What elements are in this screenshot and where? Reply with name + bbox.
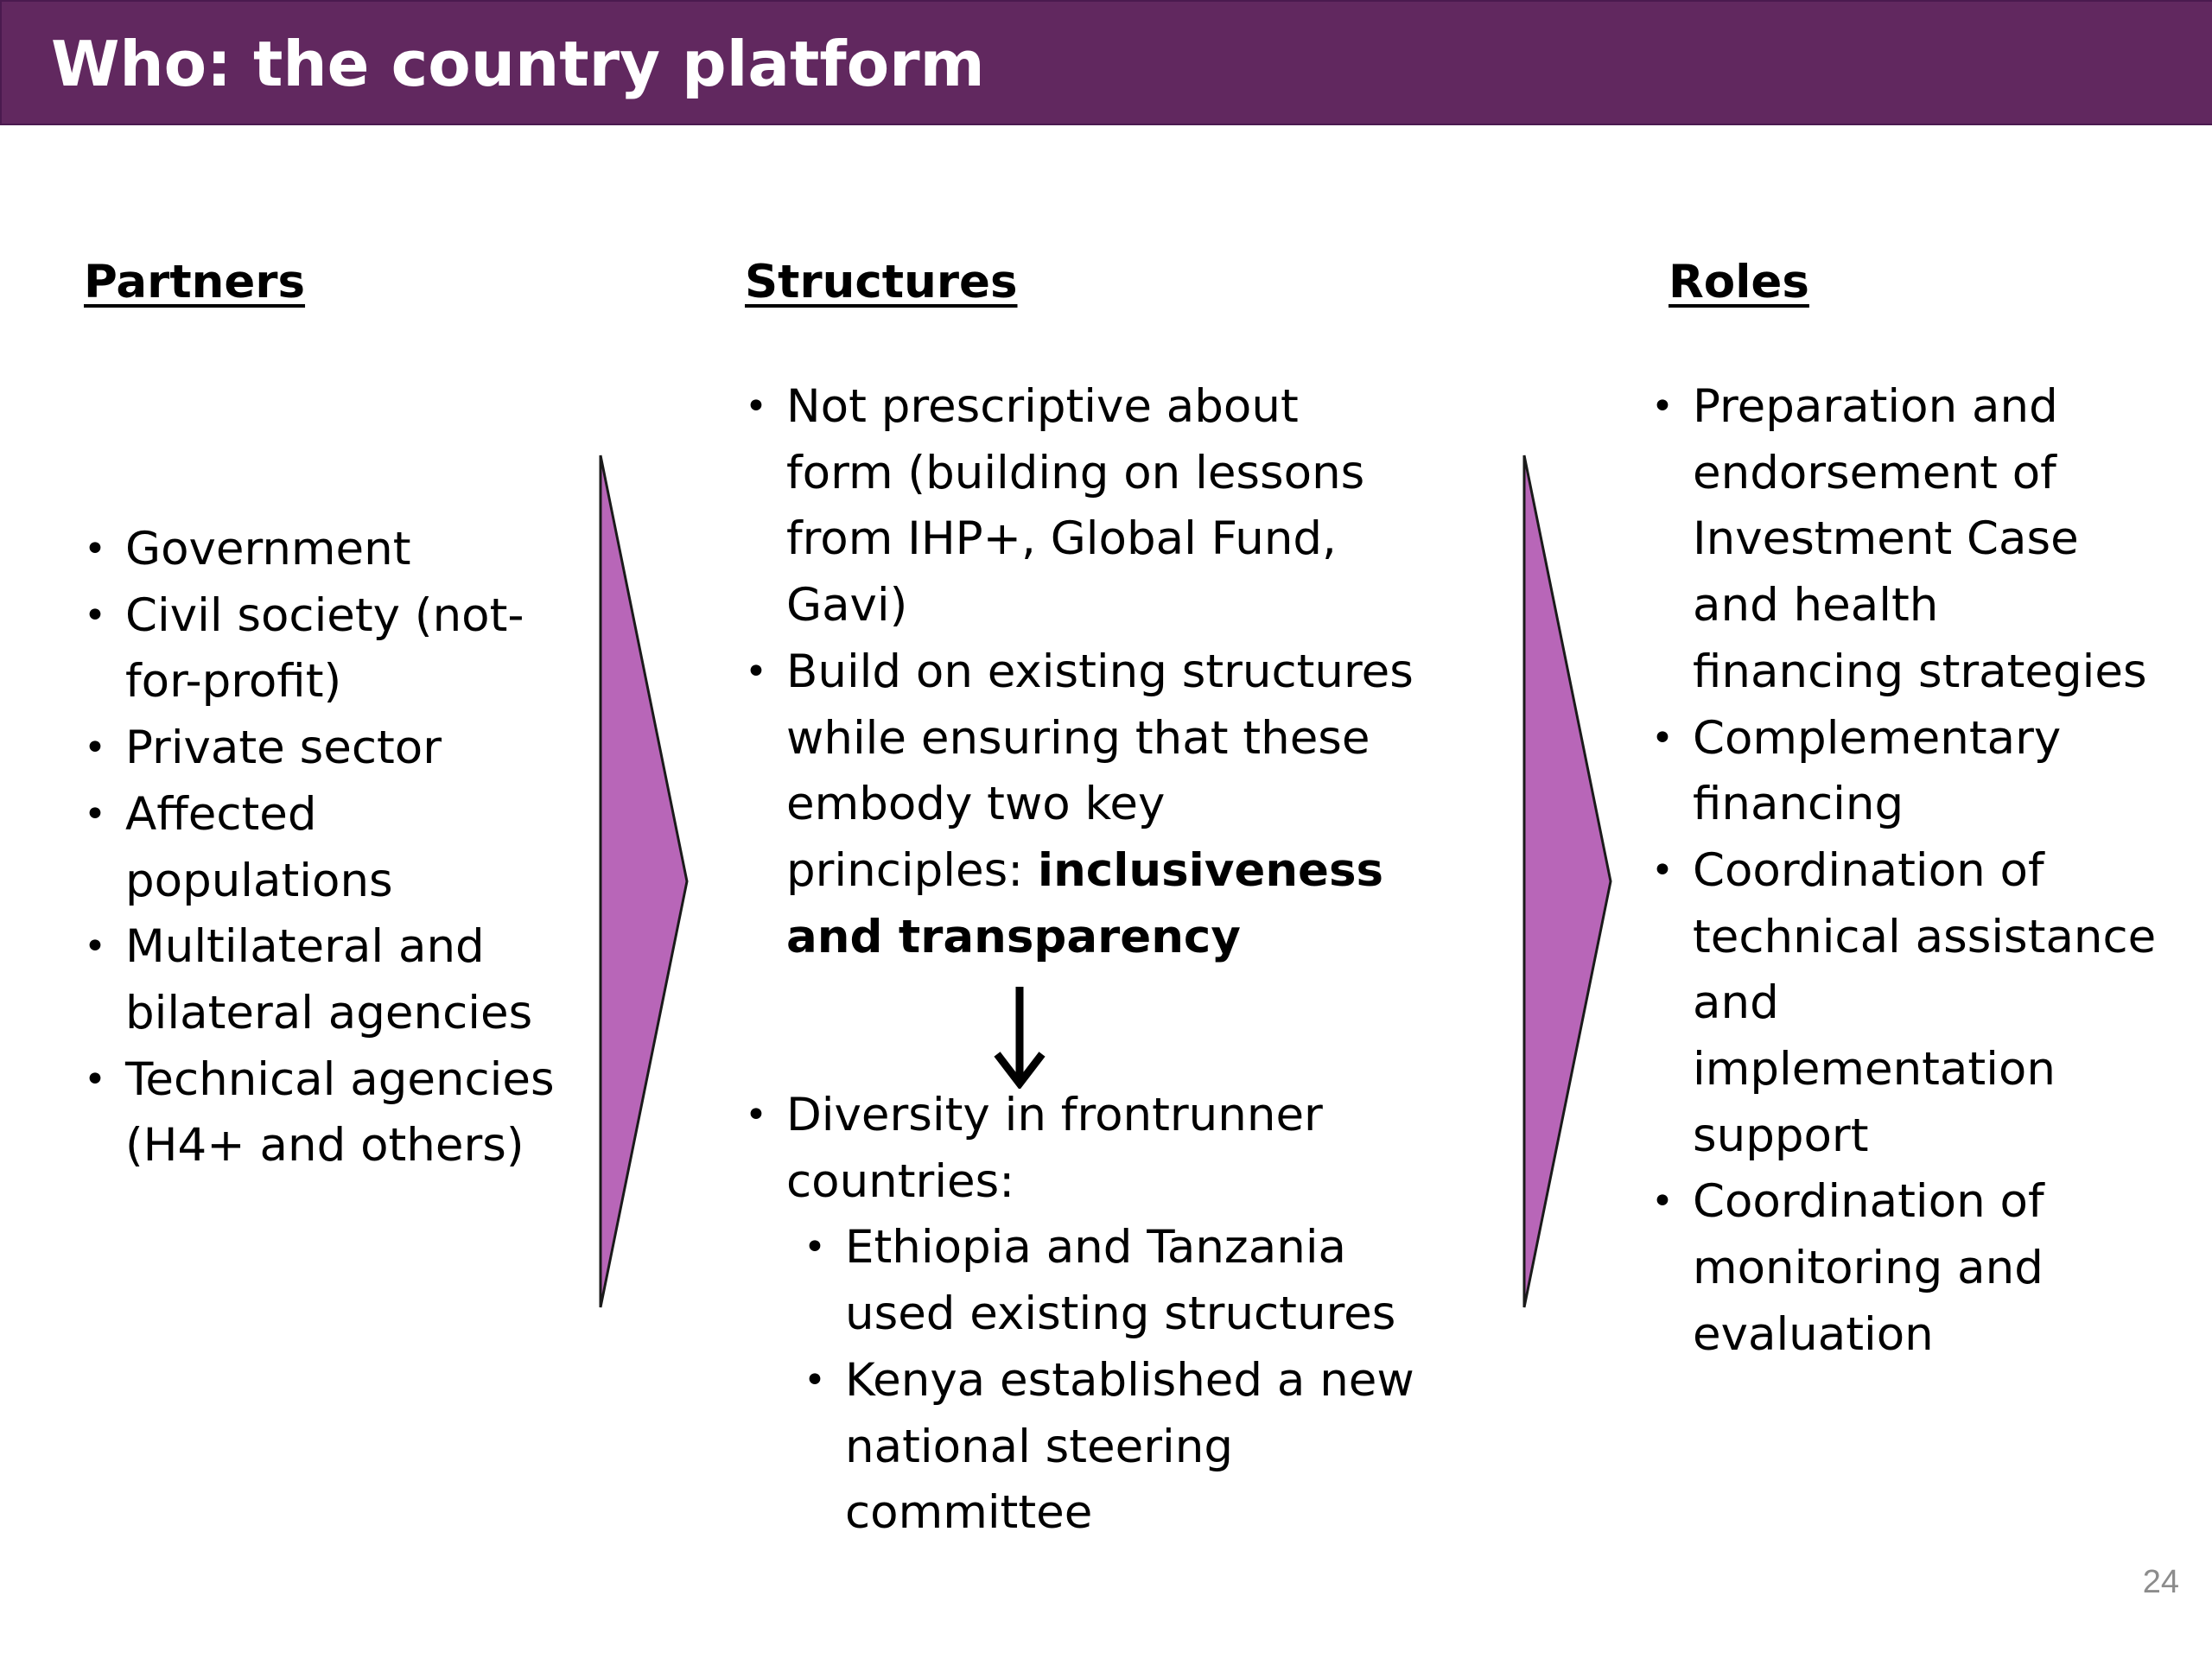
chevron-arrow-2 bbox=[1522, 454, 1612, 1308]
partners-heading: Partners bbox=[84, 256, 306, 308]
page-number: 24 bbox=[2142, 1564, 2179, 1600]
structures-heading: Structures bbox=[745, 256, 1018, 308]
chevron-arrow-1 bbox=[599, 454, 689, 1308]
list-item: Private sector bbox=[84, 715, 555, 782]
chevron-arrow-1-shape bbox=[599, 454, 689, 1308]
title-bar: Who: the country platform bbox=[0, 0, 2212, 125]
list-item: Civil society (not-for-profit) bbox=[84, 583, 555, 715]
partners-list: Government Civil society (not-for-profit… bbox=[84, 517, 555, 1179]
list-item: Technical agencies(H4+ and others) bbox=[84, 1047, 555, 1179]
arrow-down-icon bbox=[994, 987, 1046, 1089]
slide-title: Who: the country platform bbox=[51, 28, 985, 100]
list-item: Government bbox=[84, 517, 555, 583]
roles-heading: Roles bbox=[1669, 256, 1809, 308]
chevron-arrow-2-shape bbox=[1522, 454, 1612, 1308]
